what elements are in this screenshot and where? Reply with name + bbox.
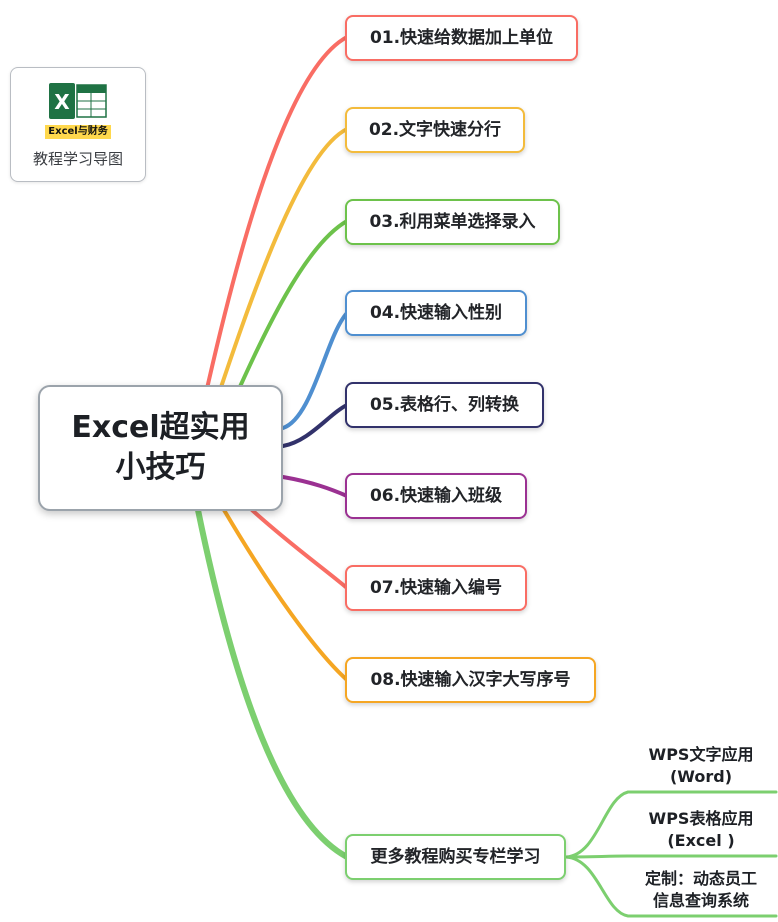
- root-node[interactable]: Excel超实用 小技巧: [38, 385, 283, 511]
- branch-curve-06: [281, 475, 349, 498]
- branch-label-07: 07.快速输入编号: [369, 578, 503, 598]
- svg-text:X: X: [54, 90, 70, 114]
- branch-node-05[interactable]: 05.表格行、列转换: [345, 382, 544, 429]
- branch-node-07[interactable]: 07.快速输入编号: [345, 565, 527, 612]
- branch-node-09[interactable]: 更多教程购买专栏学习: [345, 834, 566, 881]
- sub-node-custom-system[interactable]: 定制：动态员工 信息查询系统: [626, 868, 776, 912]
- branch-label-02: 02.文字快速分行: [368, 120, 502, 140]
- sub-branch-curve-word: [564, 790, 778, 859]
- branch-curve-08: [222, 508, 349, 682]
- sub-node-wps-excel-line1: WPS表格应用: [648, 809, 754, 828]
- sub-node-wps-excel-line2: (Excel ): [667, 831, 735, 851]
- branch-curve-01: [198, 35, 349, 422]
- legend-caption: 教程学习导图: [32, 149, 123, 168]
- branch-curve-04: [281, 311, 349, 430]
- sub-branch-curve-excel: [564, 854, 778, 859]
- legend-box: X Excel与财务 教程学习导图: [10, 67, 146, 182]
- branch-curve-07: [250, 508, 349, 590]
- branch-node-03[interactable]: 03.利用菜单选择录入: [345, 199, 560, 246]
- branch-label-03: 03.利用菜单选择录入: [369, 212, 536, 232]
- root-title-line2: 小技巧: [115, 450, 206, 485]
- sub-node-custom-system-line2: 信息查询系统: [652, 891, 749, 911]
- sub-branch-curve-custom: [564, 855, 778, 918]
- branch-label-04: 04.快速输入性别: [369, 303, 503, 323]
- excel-logo-icon: X: [49, 82, 107, 119]
- branch-label-01: 01.快速给数据加上单位: [369, 28, 554, 48]
- sub-node-wps-excel[interactable]: WPS表格应用 (Excel ): [626, 808, 776, 852]
- branch-curve-09: [195, 507, 350, 860]
- branch-node-04[interactable]: 04.快速输入性别: [345, 290, 527, 337]
- branch-curve-02: [208, 127, 349, 422]
- sub-node-wps-word-line2: (Word): [669, 767, 733, 787]
- branch-curve-05: [281, 403, 349, 448]
- branch-node-02[interactable]: 02.文字快速分行: [345, 107, 525, 154]
- sub-node-wps-word-line1: WPS文字应用: [648, 745, 754, 764]
- branch-node-01[interactable]: 01.快速给数据加上单位: [345, 15, 578, 62]
- branch-label-05: 05.表格行、列转换: [369, 395, 520, 415]
- branch-node-08[interactable]: 08.快速输入汉字大写序号: [345, 657, 596, 704]
- branch-node-06[interactable]: 06.快速输入班级: [345, 473, 527, 520]
- sub-node-custom-system-line1: 定制：动态员工: [644, 869, 757, 888]
- branch-label-08: 08.快速输入汉字大写序号: [370, 670, 571, 690]
- sub-node-wps-word[interactable]: WPS文字应用 (Word): [626, 744, 776, 788]
- excel-logo-label: Excel与财务: [45, 124, 111, 139]
- branch-label-09: 更多教程购买专栏学习: [370, 847, 541, 867]
- root-title-line1: Excel超实用: [71, 409, 250, 445]
- branch-label-06: 06.快速输入班级: [369, 486, 503, 506]
